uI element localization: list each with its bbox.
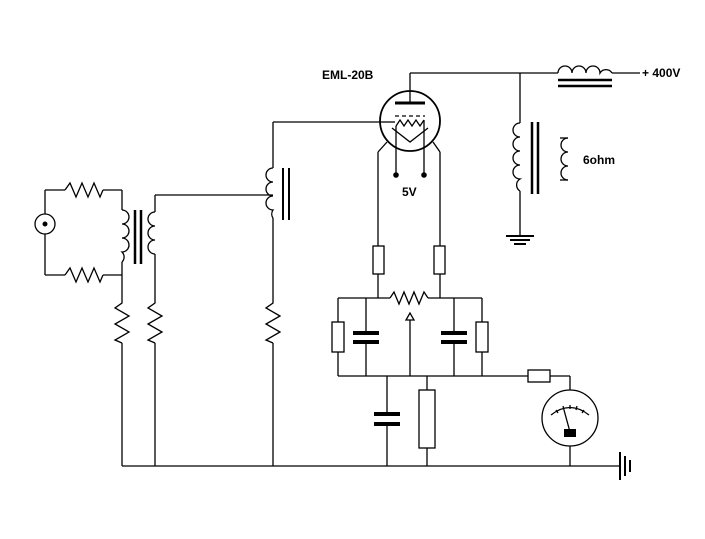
input-transformer — [120, 190, 156, 300]
plate-wire — [409, 72, 558, 123]
speaker-impedance-label: 6ohm — [583, 153, 615, 167]
grid-choke — [265, 121, 382, 300]
supply-choke — [557, 65, 640, 88]
hum-balance-pot — [338, 290, 482, 376]
output-transformer — [512, 122, 569, 236]
hum-resistor-right — [433, 245, 446, 275]
triode-tube-icon — [379, 90, 441, 152]
filament-leads — [393, 140, 427, 178]
resistor-r2 — [146, 300, 164, 466]
wire-fil-right — [432, 141, 441, 153]
current-meter — [527, 369, 599, 466]
ground-icon — [619, 452, 631, 480]
cathode-bypass — [374, 376, 436, 466]
hum-resistor-left — [372, 245, 385, 275]
resistor-r3 — [264, 300, 282, 466]
analog-meter-icon — [541, 389, 599, 447]
wire-fil-left — [377, 141, 388, 153]
cathode-network — [331, 298, 528, 377]
supply-voltage-label: + 400V — [642, 66, 680, 80]
resistor-r1 — [113, 300, 131, 466]
filament-voltage-label: 5V — [402, 185, 417, 199]
tube-label: EML-20B — [322, 68, 374, 82]
ground-icon — [506, 235, 534, 245]
input-jack-icon — [34, 190, 56, 275]
input-resistor-bottom — [45, 266, 122, 284]
input-resistor-top — [45, 181, 122, 199]
